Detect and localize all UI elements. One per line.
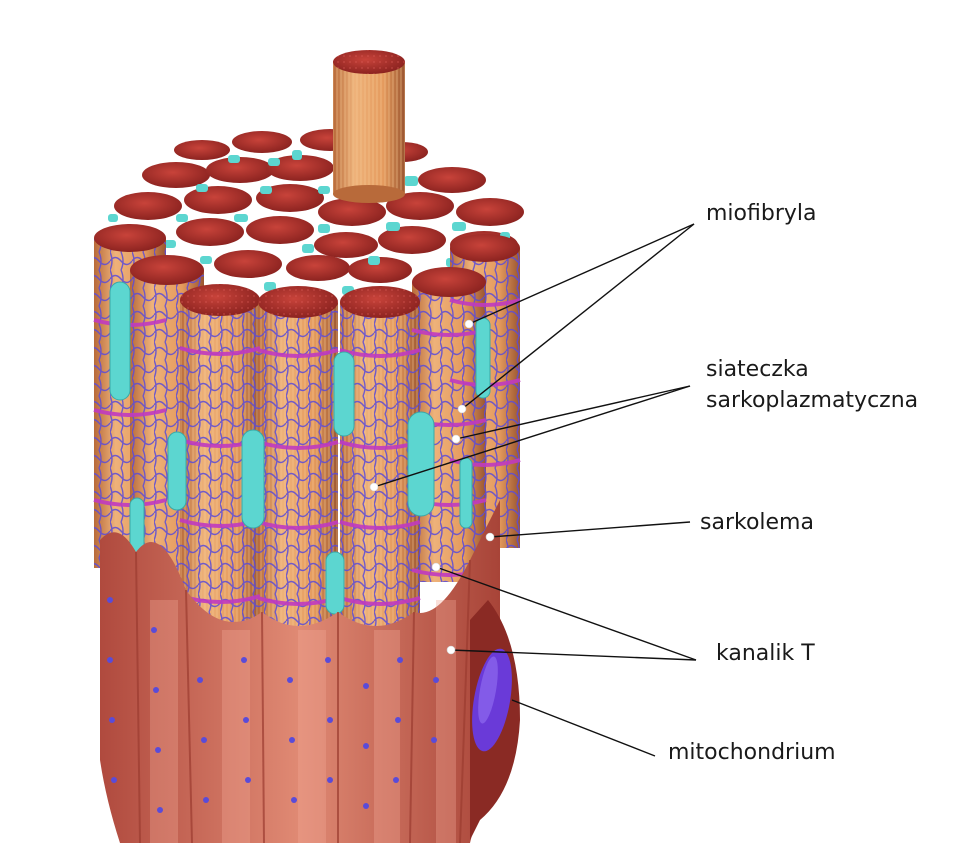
leader-lines	[373, 223, 697, 757]
front-myofibril-columns	[93, 281, 521, 632]
pointer-dot	[431, 562, 441, 572]
pointer-dot	[446, 645, 456, 655]
label-siateczka-line2: sarkoplazmatyczna	[706, 388, 919, 413]
pointer-dot	[457, 404, 467, 414]
mitochondrion	[470, 600, 520, 840]
leader-miofibryla-2	[461, 223, 695, 410]
pointer-dot	[451, 434, 461, 444]
leader-kanalik-1	[435, 566, 697, 661]
label-sarkolema: sarkolema	[700, 510, 814, 535]
leader-siateczka-2	[373, 385, 691, 488]
label-siateczka-line1: siateczka	[706, 357, 809, 382]
sarcolemma-sheath	[100, 500, 500, 843]
leader-miofibryla-1	[468, 223, 695, 325]
pointer-dots	[369, 319, 495, 655]
label-siateczka-sarkoplazmatyczna: siateczka sarkoplazmatyczna	[706, 354, 918, 416]
pointer-dot	[464, 319, 474, 329]
pointer-dot	[485, 532, 495, 542]
leader-sarkolema	[489, 521, 691, 538]
protruding-myofibril	[333, 50, 405, 203]
leader-mito	[511, 699, 656, 757]
pointer-dot	[369, 482, 379, 492]
label-kanalik-t: kanalik T	[716, 641, 815, 666]
leader-siateczka-1	[455, 385, 691, 440]
label-miofibryla: miofibryla	[706, 201, 817, 226]
label-mitochondrium: mitochondrium	[668, 740, 836, 765]
leader-kanalik-2	[450, 649, 697, 661]
